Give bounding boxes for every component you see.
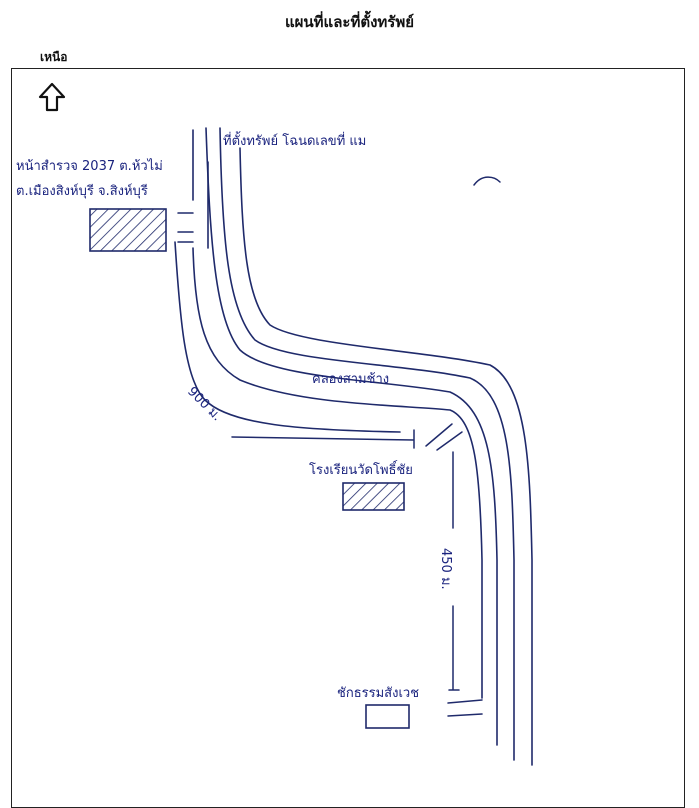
road-line-1 [174,241,401,433]
landmark-label: ชักธรรมสังเวช [337,686,419,701]
property-label-2: หน้าสำรวจ 2037 ต.ห้วไม่ [16,158,163,174]
property-parcel [89,208,167,252]
page-title: แผนที่และที่ตั้งทรัพย์ [284,13,415,31]
side-road-1 [177,212,194,233]
road-network [174,127,533,766]
road-stub-b [436,431,463,451]
dist-line-1 [231,429,415,449]
canal-label: คลองสามช้าง [312,372,389,387]
road-line-4 [219,127,515,761]
distance-label-1: 900 ม. [184,384,224,424]
dist-line-2 [448,451,460,691]
road-line-5 [239,147,533,766]
pen-mark [473,176,501,186]
road-stub-a [425,423,453,447]
road-stub-c [447,699,483,717]
school-building [342,482,405,511]
north-label: เหนือ [40,50,68,64]
road-line-3 [205,127,498,746]
school-label: โรงเรียนวัดโพธิ์ชัย [309,460,413,478]
distance-label-2: 450 ม. [438,548,453,590]
road-line-2 [192,129,483,699]
landmark-building [365,704,410,729]
north-arrow-icon [38,82,66,112]
property-label-1: ที่ตั้งทรัพย์ โฉนดเลขที่ แม [223,131,366,149]
property-label-3: ต.เมืองสิงห์บุรี จ.สิงห์บุรี [16,183,148,199]
